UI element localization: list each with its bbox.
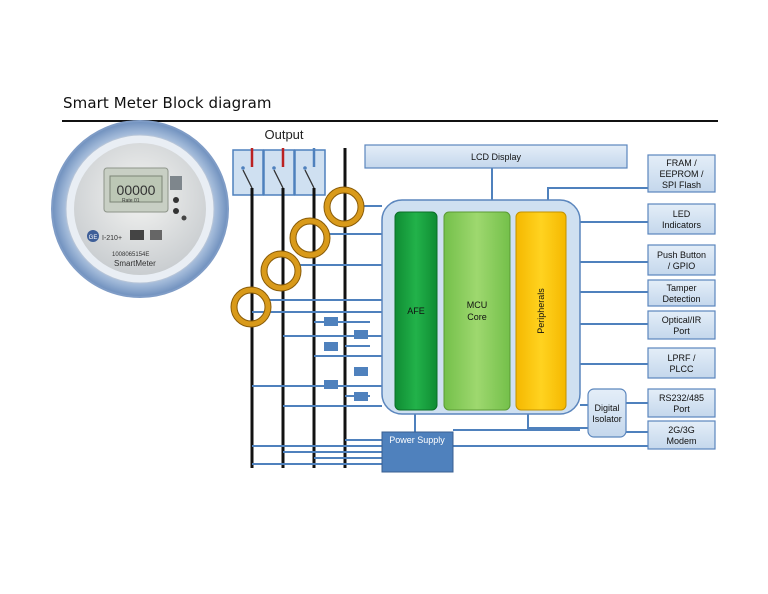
fram-label-line3: SPI Flash (662, 180, 701, 190)
fram-label-line1: FRAM / (666, 158, 697, 168)
peripherals-label: Peripherals (536, 288, 546, 334)
lprf-label-line2: PLCC (669, 364, 694, 374)
signal-lines (252, 168, 648, 465)
rs232-label-line2: Port (673, 404, 690, 414)
afe-label: AFE (407, 306, 425, 316)
meter-display-sub: Rate 01 (122, 198, 140, 204)
soc-block: AFE MCU Core Peripherals (381, 199, 581, 415)
lcd-display-label: LCD Display (471, 152, 522, 162)
optical-label-line1: Optical/IR (662, 315, 702, 325)
modem-label-line2: Modem (666, 436, 696, 446)
fram-block: FRAM /EEPROM /SPI Flash (647, 154, 716, 193)
meter-serial: 1008065154E (112, 252, 149, 258)
meter-brand-name: SmartMeter (114, 259, 156, 268)
lcd-display-block: LCD Display (364, 144, 628, 169)
tamper-label-line2: Detection (662, 294, 700, 304)
digital-isolator-line2: Isolator (592, 414, 622, 424)
push-button-block: Push Button/ GPIO (647, 244, 716, 276)
led-label-line2: Indicators (662, 220, 702, 230)
digital-isolator-block: Digital Isolator (587, 388, 627, 438)
push-button-label-line2: / GPIO (668, 261, 696, 271)
mcu-label-line2: Core (467, 312, 487, 322)
meter-model: I-210+ (102, 235, 122, 242)
led-label-line1: LED (673, 209, 691, 219)
lprf-label-line1: LPRF / (667, 353, 696, 363)
optical-label-line2: Port (673, 326, 690, 336)
voltage-divider-resistors (324, 317, 368, 401)
output-label: Output (264, 127, 303, 142)
current-transformer-coils (231, 187, 364, 327)
power-lines (250, 148, 347, 468)
modem-label-line1: 2G/3G (668, 425, 695, 435)
output-relays (232, 148, 326, 196)
meter-display-reading: 00000 (117, 182, 156, 198)
ge-logo-icon (87, 230, 99, 242)
title-divider (62, 120, 718, 122)
mcu-label-line1: MCU (467, 300, 488, 310)
power-supply-block: Power Supply (381, 431, 454, 473)
rs232-label-line1: RS232/485 (659, 393, 704, 403)
power-supply-label: Power Supply (389, 435, 445, 445)
peripherals-block (515, 211, 567, 411)
meter-brand-logo: GE (89, 235, 98, 241)
lprf-block: LPRF /PLCC (647, 347, 716, 379)
peripheral-blocks: FRAM /EEPROM /SPI FlashLEDIndicatorsPush… (647, 154, 716, 450)
mcu-core-block (443, 211, 511, 411)
smart-meter-photo: 00000 Rate 01 GE I-210+ 1008065154E Smar… (51, 120, 229, 298)
afe-block (394, 211, 438, 411)
tamper-label-line1: Tamper (666, 283, 696, 293)
push-button-label-line1: Push Button (657, 250, 706, 260)
fram-label-line2: EEPROM / (659, 169, 704, 179)
page-title: Smart Meter Block diagram (63, 94, 272, 112)
digital-isolator-line1: Digital (594, 403, 619, 413)
